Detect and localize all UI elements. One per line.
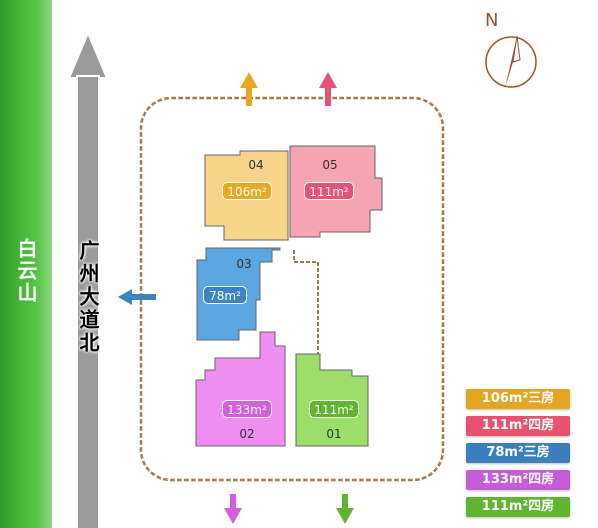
building-01-area-badge: 111m²	[309, 400, 359, 418]
legend-item-133-4br: 133m²四房	[466, 470, 570, 490]
compass-icon	[485, 35, 537, 88]
entrance-arrow-top-pink	[319, 72, 337, 106]
building-03-area-badge: 78m²	[203, 286, 247, 304]
entrance-arrow-top-orange	[240, 72, 258, 106]
building-05-area-badge: 111m²	[304, 182, 354, 200]
building-05-number: 05	[322, 158, 338, 172]
building-02-area-badge: 133m²	[222, 400, 272, 418]
building-04-number: 04	[248, 158, 264, 172]
exit-arrow-bottom-green	[336, 494, 354, 524]
mountain-label: 白云山	[14, 238, 38, 304]
building-01-number: 01	[326, 427, 342, 441]
site-boundary	[139, 96, 445, 482]
mountain-strip	[0, 0, 52, 528]
internal-road	[293, 250, 319, 356]
compass-north-label: N	[485, 10, 499, 31]
entrance-arrow-left-blue	[118, 289, 156, 305]
building-04-area-badge: 106m²	[222, 182, 272, 200]
road-arrow	[67, 30, 109, 528]
legend-item-111-4br-pink: 111m²四房	[466, 416, 570, 436]
legend-item-78-3br: 78m²三房	[466, 443, 570, 463]
legend-item-111-4br-green: 111m²四房	[466, 497, 570, 517]
legend-item-106-3br: 106m²三房	[466, 389, 570, 409]
building-03-number: 03	[236, 257, 252, 271]
road-label: 广州大道北	[76, 240, 100, 355]
exit-arrow-bottom-magenta	[224, 494, 242, 524]
building-02-number: 02	[239, 427, 255, 441]
